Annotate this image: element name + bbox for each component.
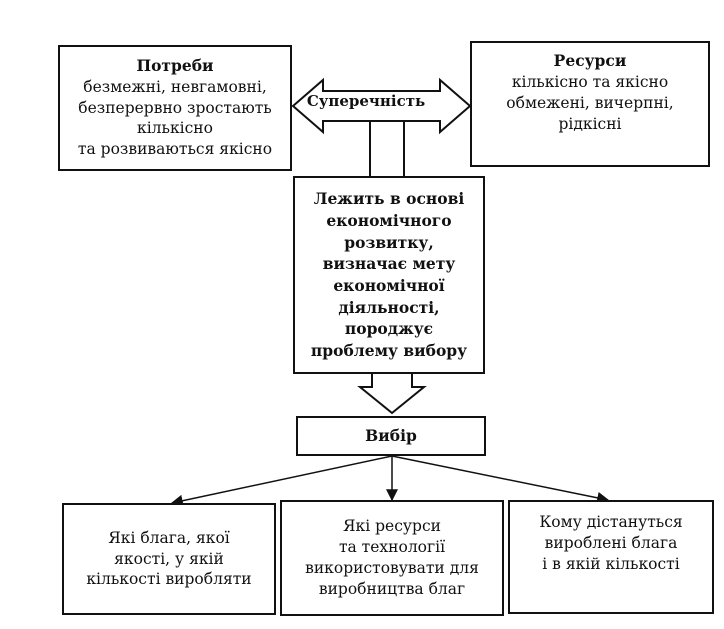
question-line: кількості виробляти	[86, 570, 252, 589]
center-line: діяльності,	[338, 297, 440, 317]
question-line: Які блага, якої	[108, 528, 230, 547]
needs-line: безмежні, невгамовні,	[83, 77, 267, 96]
choice-label: Вибір	[365, 425, 417, 445]
question-box-for-whom: Кому дістануться вироблені блага і в які…	[508, 500, 714, 614]
question-line: Які ресурси	[343, 517, 441, 536]
resources-line: обмежені, вичерпні,	[506, 93, 674, 112]
arrow-to-question-1	[170, 455, 393, 507]
center-line: Лежить в основі	[313, 189, 465, 209]
needs-line: кількісно	[137, 119, 213, 138]
question-line: Кому дістануться	[539, 513, 683, 531]
resources-box: Ресурси кількісно та якісно обмежені, ви…	[470, 41, 710, 167]
question-line: вироблені блага	[544, 533, 678, 552]
question-line: якості, у якій	[114, 549, 224, 568]
contradiction-label: Суперечність	[306, 92, 426, 110]
question-line: виробництва благ	[318, 579, 466, 598]
question-line: використовувати для	[305, 559, 479, 577]
question-line: та технології	[338, 538, 446, 557]
center-box: Лежить в основі економічного розвитку, в…	[293, 176, 485, 374]
resources-title: Ресурси	[553, 51, 627, 70]
needs-line: безперервно зростають	[78, 98, 272, 117]
center-line: економічного	[326, 210, 452, 230]
choice-box: Вибір	[296, 416, 486, 456]
resources-line: рідкісні	[558, 114, 622, 133]
question-box-what: Які блага, якої якості, у якій кількості…	[62, 503, 276, 615]
needs-box: Потреби безмежні, невгамовні, безперервн…	[58, 45, 292, 171]
arrow-to-question-3	[391, 455, 610, 504]
question-box-how: Які ресурси та технології використовуват…	[280, 500, 504, 616]
down-block-arrow	[357, 374, 427, 415]
needs-line: та розвиваються якісно	[77, 140, 273, 159]
center-line: породжує	[344, 319, 434, 339]
center-line: визначає мету	[322, 254, 456, 274]
question-line: і в якій кількості	[542, 554, 680, 573]
center-line: проблему вибору	[310, 341, 468, 361]
center-line: економічної	[333, 276, 445, 295]
needs-title: Потреби	[136, 55, 214, 75]
center-line: розвитку,	[344, 232, 434, 252]
resources-line: кількісно та якісно	[511, 72, 669, 91]
